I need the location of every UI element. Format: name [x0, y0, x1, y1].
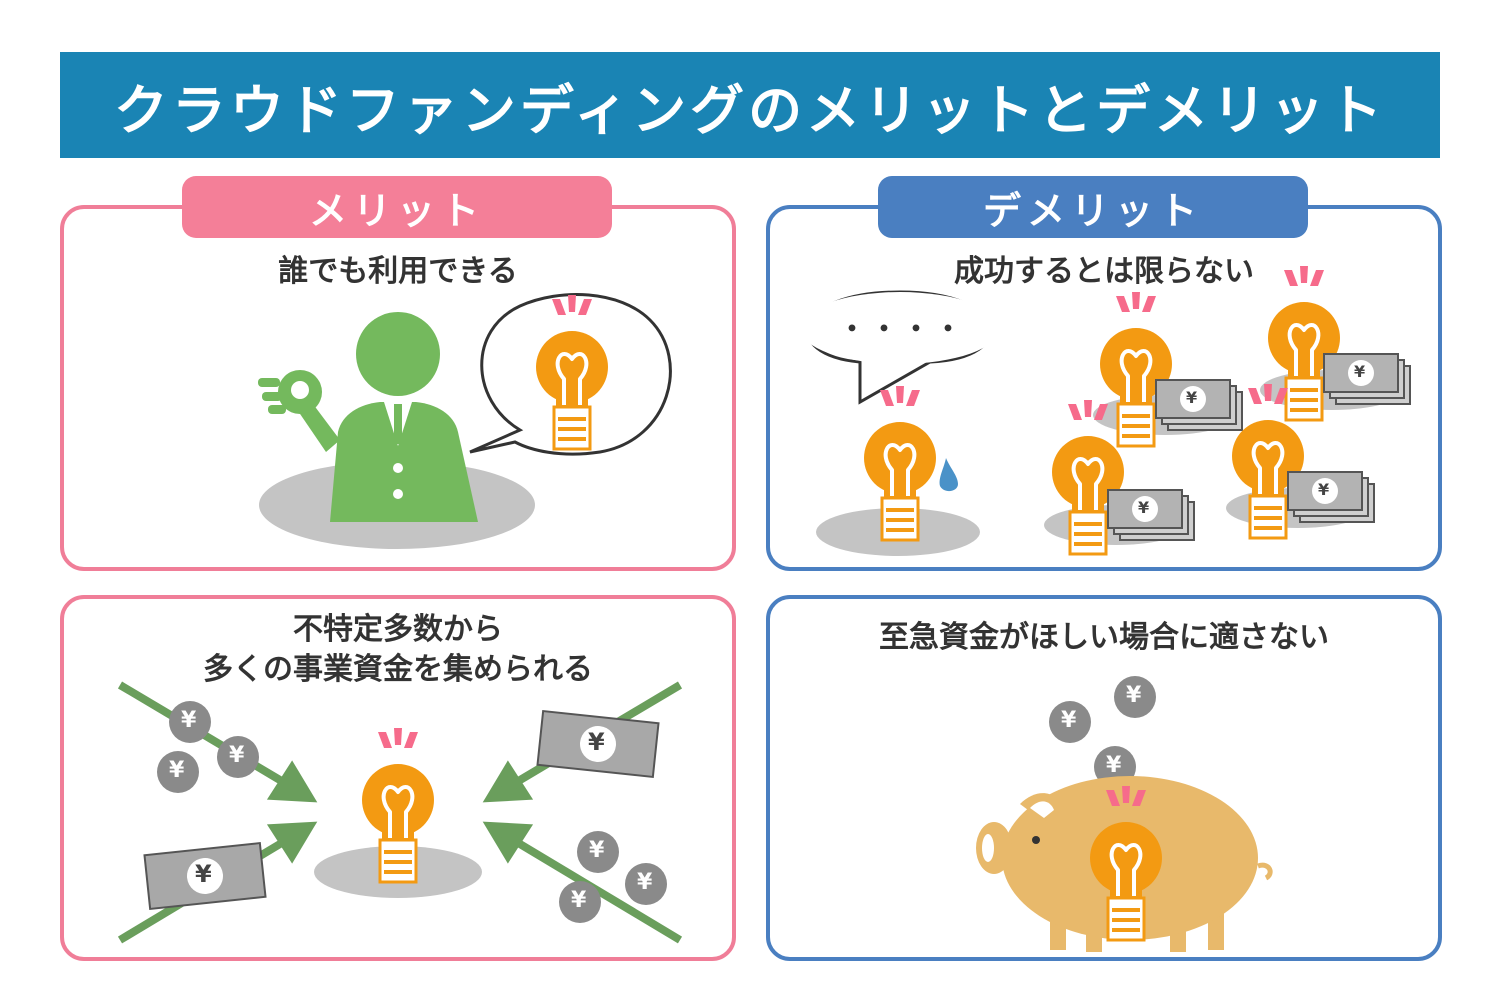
yen-symbol: ¥: [181, 708, 197, 733]
yen-symbol: ¥: [1061, 708, 1077, 733]
yen-symbol: ¥: [1318, 480, 1330, 499]
yen-symbol: ¥: [588, 728, 605, 756]
yen-symbol: ¥: [571, 888, 587, 913]
merit-tab: メリット: [182, 176, 612, 238]
yen-symbol: ¥: [637, 870, 653, 895]
yen-symbol: ¥: [1106, 753, 1122, 778]
yen-symbol: ¥: [195, 860, 212, 888]
yen-symbol: ¥: [1126, 683, 1142, 708]
caption-funding-line-2: 多くの事業資金を集められる: [203, 652, 593, 687]
caption-funding-line-1: 不特定多数から: [293, 612, 503, 647]
yen-symbol: ¥: [169, 758, 185, 783]
yen-symbol: ¥: [1186, 388, 1198, 407]
yen-symbol: ¥: [229, 743, 245, 768]
yen-symbol: ¥: [589, 838, 605, 863]
yen-symbol: ¥: [1138, 498, 1150, 517]
demerit-tab: デメリット: [878, 176, 1308, 238]
caption-anyone-can-use: 誰でも利用できる: [278, 254, 518, 289]
page-title: クラウドファンディングのメリットとデメリット: [60, 52, 1440, 158]
caption-not-guaranteed-success: 成功するとは限らない: [954, 254, 1254, 289]
yen-symbol: ¥: [1354, 362, 1366, 381]
caption-urgent-funds: 至急資金がほしい場合に適さない: [879, 620, 1329, 655]
